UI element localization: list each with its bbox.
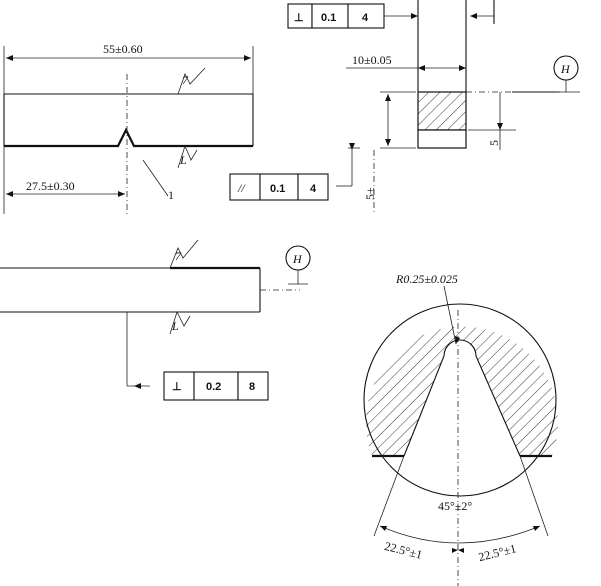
frame-mid-cell-3 <box>297 173 329 201</box>
dim-half: 27.5±0.30 <box>26 179 75 193</box>
datum-h-label: H <box>560 62 571 76</box>
angle-right: 22.5°±1 <box>477 541 518 564</box>
dim-length: 55±0.60 <box>103 42 143 56</box>
frame-top-cell-2 <box>311 3 349 29</box>
frame-bottom-symbol: ⊥ <box>172 381 182 393</box>
radius-label: R0.25±0.025 <box>395 272 458 286</box>
angle-left: 22.5°±1 <box>383 539 424 562</box>
roughness-notch: L <box>179 153 187 167</box>
frame-mid-cell-1 <box>229 173 261 201</box>
angle-total: 45°±2° <box>438 499 472 513</box>
frame-bottom-cell-3 <box>237 371 269 401</box>
frame-top-datum: 4 <box>362 12 369 24</box>
frame-bottom-value: 0.2 <box>206 381 221 393</box>
roughness-top: 7 <box>182 73 189 87</box>
specimen-side-view: 55±0.60 27.5±0.30 7 L 1 <box>3 42 254 214</box>
label-one: 1 <box>168 188 174 202</box>
frame-top-cell-1 <box>287 3 313 29</box>
datum-h-label-2: H <box>292 252 303 266</box>
notch-circle <box>363 303 557 497</box>
frame-mid-value: 0.1 <box>270 183 285 195</box>
datum-h-circle-2 <box>285 245 311 271</box>
roughness-bottom-top: 7 <box>175 249 182 263</box>
frame-bottom-cell-1 <box>163 371 195 401</box>
frame-top-symbol: ⊥ <box>294 12 304 24</box>
frame-mid-datum: 4 <box>310 183 317 195</box>
dim-width: 10±0.05 <box>352 53 392 67</box>
datum-h-circle <box>553 55 579 81</box>
specimen-top-view: 7 L H ⊥ 0.2 8 <box>0 239 311 401</box>
specimen-cross-section: ⊥ 0.1 4 10±0.05 5 H <box>229 0 580 214</box>
notch-detail: R0.25±0.025 45°±2° 22.5°±1 22.5°±1 <box>363 272 558 586</box>
frame-top-cell-3 <box>347 3 385 29</box>
frame-bottom-datum: 8 <box>249 381 255 393</box>
frame-top-value: 0.1 <box>321 12 336 24</box>
roughness-bottom-low: L <box>171 319 179 333</box>
dim-side: 5± <box>363 187 377 200</box>
frame-mid-symbol: // <box>237 181 246 195</box>
dim-five: 5 <box>487 140 501 146</box>
